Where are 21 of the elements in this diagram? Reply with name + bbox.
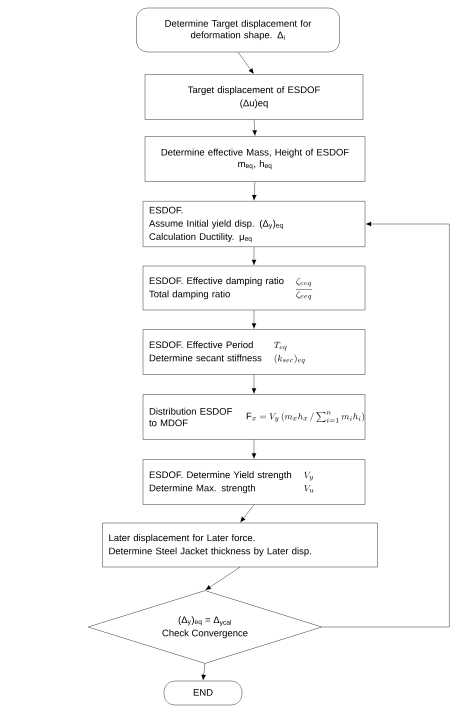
process-box: ESDOF. Effective Period $T_{eq}$ Determine secant stiffness $(k_{sec})_{eq}$ <box>142 329 366 375</box>
arrow <box>252 120 257 136</box>
arrow <box>252 374 256 394</box>
process-box: Distribution ESDOF to MDOF $\mathrm{F}_{x} = V_{y}\,(m_{x}h_{x}\,/\sum_{i=1}^{n} m_{i}h_{i})$ <box>142 394 366 440</box>
process-box: ESDOF. Effective damping ratio $\zeta_{eeq}$ Total damping ratio $\overline{\zeta_{eeq}}$ <box>142 266 366 310</box>
arrow <box>205 567 240 590</box>
arrow <box>201 664 206 680</box>
arrow <box>252 310 256 329</box>
process-box: ESDOF. Assume Initial yield disp. (Δ$_{y}$)$_{eq}$ Calculation Ductility. μ$_{eq}$ <box>142 200 366 248</box>
process-box: Determine effective Mass, Height of ESDOF m$_{eq}$, h$_{eq}$ <box>144 136 366 182</box>
process-box: Later displacement for Later force. Determine Steel Jacket thickness by Later disp. <box>102 522 378 568</box>
feedback-arrow <box>322 222 450 628</box>
arrow <box>238 52 254 74</box>
arrow <box>240 504 254 522</box>
arrow <box>252 440 256 459</box>
end-terminal: END <box>164 680 242 706</box>
process-box: ESDOF. Determine Yield strength $V_{y}$ Determine Max. strength $V_{u}$ <box>142 459 366 505</box>
process-box: Target displacement of ESDOF (Δu)eq <box>144 74 364 120</box>
start-terminal: Determine Target displacement for deformation shape. Δ$_{i}$ <box>136 8 340 52</box>
arrow <box>252 182 257 200</box>
arrow <box>252 246 256 266</box>
